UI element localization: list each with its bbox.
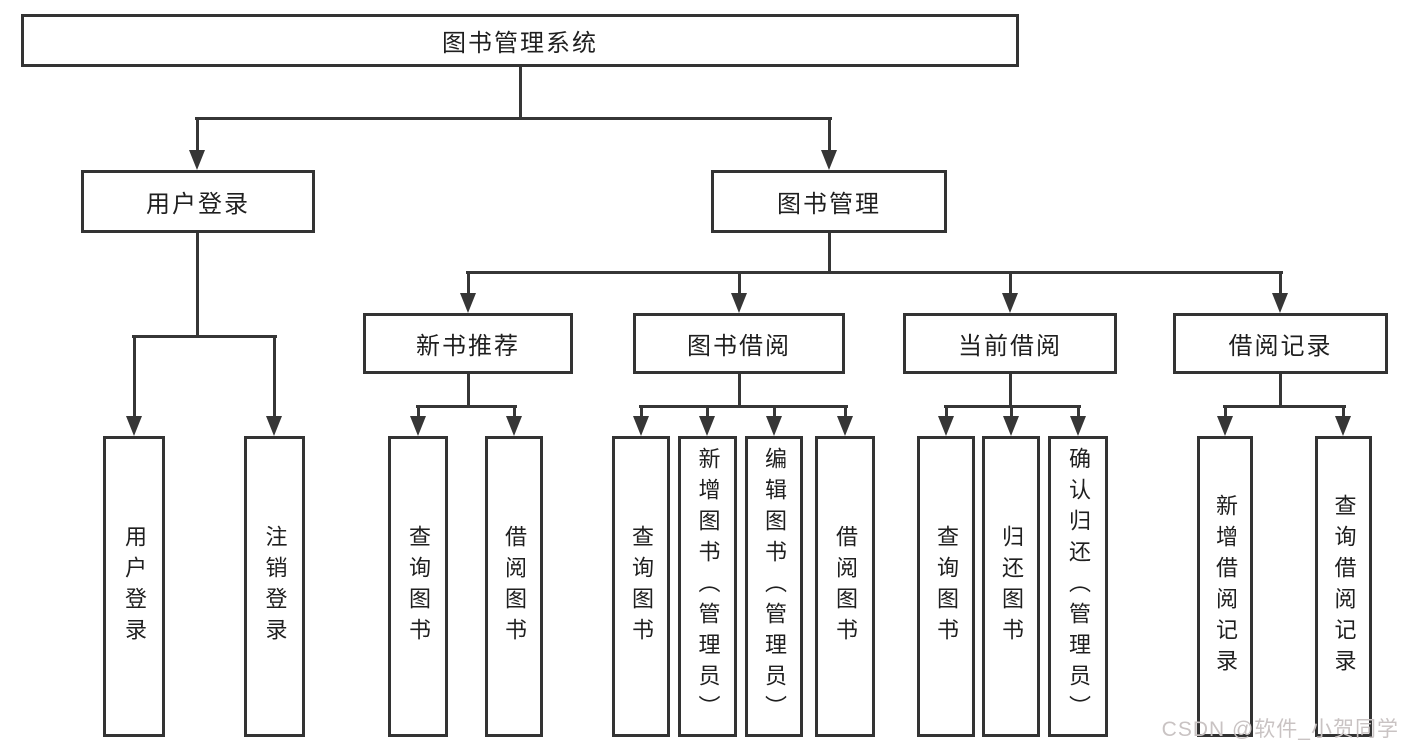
node-user-login-branch: 用户登录: [81, 170, 315, 233]
arrowhead-down-icon: [837, 416, 853, 436]
connector-horizontal-line: [195, 117, 832, 120]
node-current-borrow-label: 当前借阅: [958, 333, 1062, 360]
connector-horizontal-line: [416, 405, 517, 408]
arrowhead-down-icon: [1272, 293, 1288, 313]
connector-arrow-shaft: [417, 405, 420, 420]
leaf-bb-borrow-books: 借阅图书: [815, 436, 875, 737]
leaf-br-add-record: 新增借阅记录: [1197, 436, 1253, 737]
leaf-cb-confirm-return: 确认归还（管理员）: [1048, 436, 1108, 737]
leaf-br-query-record: 查询借阅记录: [1315, 436, 1372, 737]
connector-vertical-line: [1279, 374, 1282, 407]
connector-arrow-shaft: [273, 335, 276, 420]
connector-arrow-shaft: [738, 271, 741, 297]
arrowhead-down-icon: [1003, 416, 1019, 436]
leaf-bb-add-books: 新增图书（管理员）: [678, 436, 737, 737]
arrowhead-down-icon: [766, 416, 782, 436]
arrowhead-down-icon: [821, 150, 837, 170]
connector-arrow-shaft: [828, 117, 831, 154]
connector-arrow-shaft: [773, 405, 776, 420]
connector-arrow-shaft: [467, 271, 470, 297]
arrowhead-down-icon: [1002, 293, 1018, 313]
arrowhead-down-icon: [126, 416, 142, 436]
node-new-book-rec-label: 新书推荐: [416, 333, 520, 360]
leaf-bb-edit-books: 编辑图书（管理员）: [745, 436, 803, 737]
leaf-logout: 注销登录: [244, 436, 305, 737]
leaf-nbr-query-books: 查询图书: [388, 436, 448, 737]
arrowhead-down-icon: [699, 416, 715, 436]
node-book-borrow-label: 图书借阅: [687, 333, 791, 360]
node-root: 图书管理系统: [21, 14, 1019, 67]
connector-arrow-shaft: [1009, 271, 1012, 297]
node-root-label: 图书管理系统: [442, 30, 598, 57]
connector-vertical-line: [1009, 374, 1012, 407]
arrowhead-down-icon: [266, 416, 282, 436]
connector-arrow-shaft: [1224, 405, 1227, 420]
connector-vertical-line: [738, 374, 741, 407]
arrowhead-down-icon: [633, 416, 649, 436]
node-book-mgmt-label: 图书管理: [777, 191, 881, 218]
leaf-cb-query-books: 查询图书: [917, 436, 975, 737]
node-borrow-record-label: 借阅记录: [1228, 333, 1333, 360]
connector-arrow-shaft: [1010, 405, 1013, 420]
connector-vertical-line: [828, 233, 831, 273]
node-book-mgmt-branch: 图书管理: [711, 170, 947, 233]
connector-arrow-shaft: [1077, 405, 1080, 420]
node-user-login-label: 用户登录: [146, 191, 250, 218]
arrowhead-down-icon: [938, 416, 954, 436]
connector-arrow-shaft: [133, 335, 136, 420]
arrowhead-down-icon: [410, 416, 426, 436]
connector-arrow-shaft: [640, 405, 643, 420]
connector-horizontal-line: [1223, 405, 1346, 408]
arrowhead-down-icon: [460, 293, 476, 313]
connector-arrow-shaft: [1279, 271, 1282, 297]
connector-vertical-line: [467, 374, 470, 407]
arrowhead-down-icon: [1335, 416, 1351, 436]
watermark: CSDN @软件_小贺同学: [1161, 718, 1399, 741]
connector-vertical-line: [196, 233, 199, 337]
connector-arrow-shaft: [1342, 405, 1345, 420]
leaf-bb-query-books: 查询图书: [612, 436, 670, 737]
connector-horizontal-line: [639, 405, 848, 408]
leaf-cb-return-books: 归还图书: [982, 436, 1040, 737]
connector-arrow-shaft: [844, 405, 847, 420]
node-current-borrow: 当前借阅: [903, 313, 1117, 374]
leaf-user-login: 用户登录: [103, 436, 165, 737]
leaf-nbr-borrow-books: 借阅图书: [485, 436, 543, 737]
node-borrow-record: 借阅记录: [1173, 313, 1388, 374]
arrowhead-down-icon: [1217, 416, 1233, 436]
connector-horizontal-line: [466, 271, 1283, 274]
node-new-book-rec: 新书推荐: [363, 313, 573, 374]
connector-horizontal-line: [132, 335, 277, 338]
connector-arrow-shaft: [513, 405, 516, 420]
connector-vertical-line: [519, 67, 522, 119]
arrowhead-down-icon: [1070, 416, 1086, 436]
connector-arrow-shaft: [945, 405, 948, 420]
arrowhead-down-icon: [731, 293, 747, 313]
connector-arrow-shaft: [196, 117, 199, 154]
arrowhead-down-icon: [506, 416, 522, 436]
arrowhead-down-icon: [189, 150, 205, 170]
connector-arrow-shaft: [706, 405, 709, 420]
node-book-borrow: 图书借阅: [633, 313, 845, 374]
